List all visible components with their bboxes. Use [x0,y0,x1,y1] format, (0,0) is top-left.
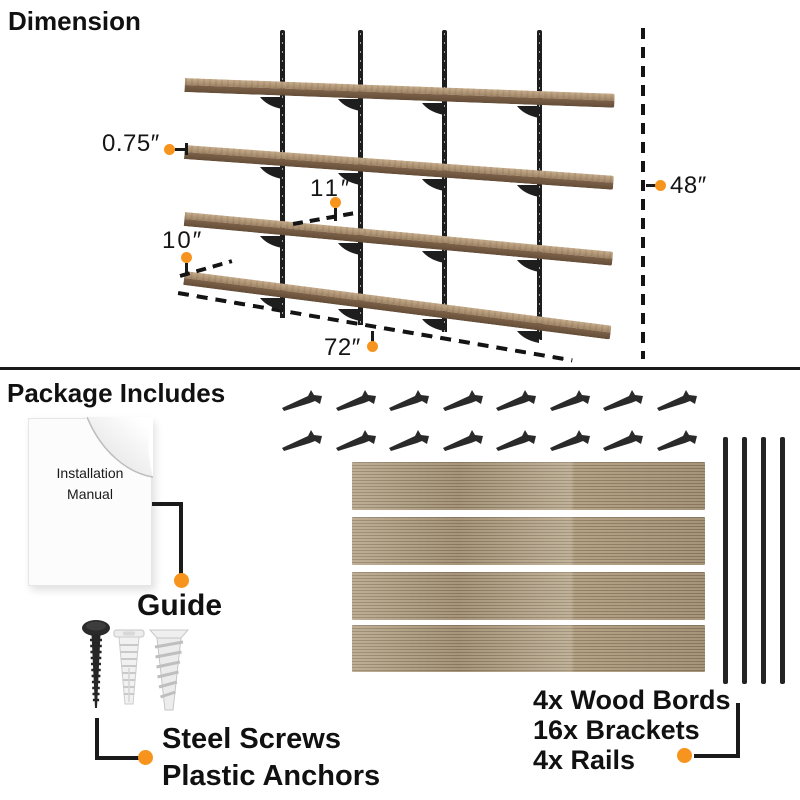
bracket-icon [603,429,647,453]
thickness-tick [175,148,186,151]
rails-connector-h [694,754,740,758]
shelf-bracket-icon [422,250,444,263]
guide-dot [174,573,189,588]
bracket-icon [496,389,540,413]
bracket-icon [389,429,433,453]
depth-upper-dot [330,197,341,208]
bracket-icon [603,389,647,413]
bracket-icon [443,429,487,453]
manual-text-line2: Manual [67,486,113,502]
shelf-bracket-icon [422,318,444,331]
installation-manual: Installation Manual [28,417,153,586]
bracket-icon [496,429,540,453]
steel-screw-icon [82,620,110,708]
wall-rail-1 [280,30,285,318]
shelf-top-face [184,271,612,333]
wood-board-4 [352,625,705,672]
width-dim-stem [371,331,374,342]
shelf-front-face [183,218,613,266]
plastic-anchor-icon [113,629,145,705]
wood-board-1 [352,462,705,510]
bracket-icon [657,429,701,453]
package-rail-2 [742,437,747,684]
wall-rail-3 [442,30,447,332]
bracket-icon [550,429,594,453]
hardware-label-line1: Steel Screws [162,723,341,755]
depth-upper-line [292,210,357,226]
package-rail-3 [761,437,766,684]
height-dim-tick [646,184,656,187]
wall-rail-2 [358,30,363,325]
bracket-icon [282,389,326,413]
shelf-bracket-icon [338,308,360,321]
bracket-icon [657,389,701,413]
shelf-bracket-icon [517,330,539,343]
shelf-bracket-icon [517,184,539,197]
manual-text: Installation Manual [29,463,151,505]
package-title: Package Includes [7,378,226,408]
rails-connector-v [736,703,740,757]
shelf-bracket-icon [260,96,282,109]
wall-rail-4 [537,30,542,340]
shelf-bracket-icon [422,102,444,115]
thickness-dot [164,144,175,155]
bracket-icon [336,429,380,453]
shelf-bracket-icon [338,98,360,111]
bracket-icon [389,389,433,413]
wood-board-2 [352,517,705,565]
width-dim-dot [367,341,378,352]
package-rail-4 [780,437,785,684]
shelf-board-3 [183,212,614,266]
screws-connector-v [95,718,99,760]
shelf-bracket-icon [422,178,444,191]
width-dim-label: 72″ [324,334,361,361]
shelf-top-face [184,212,614,259]
bracket-icon [443,389,487,413]
shelf-bracket-icon [338,172,360,185]
screws-anchors-icon [82,620,190,711]
height-dim-line [641,28,645,359]
shelf-bracket-icon [260,297,282,310]
screws-connector-h [95,756,141,760]
shelf-bracket-icon [517,105,539,118]
height-dim-dot [655,180,666,191]
dimension-section: Dimension 48″ 72″ 11″ [0,0,800,367]
page-curl-icon [87,417,153,478]
brackets-grid [0,370,800,490]
thickness-label: 0.75″ [102,130,160,157]
section-divider [0,367,800,370]
contents-rails-label: 4x Rails [533,745,636,775]
wood-board-3 [352,572,705,620]
manual-text-line1: Installation [56,465,124,481]
shelf-bracket-icon [517,259,539,272]
bracket-icon [336,389,380,413]
drywall-anchor-icon [148,629,190,711]
depth-upper-label: 11″ [310,175,353,202]
bracket-icon [550,389,594,413]
depth-lower-stem [185,263,188,275]
rails-dot [677,748,692,763]
bracket-icon [282,429,326,453]
contents-boards-label: 4x Wood Bords [533,685,731,715]
height-dim-label: 48″ [670,172,707,199]
package-rail-1 [723,437,728,684]
contents-brackets-label: 16x Brackets [533,715,700,745]
dimension-title: Dimension [8,6,141,36]
thickness-tick-end [185,143,188,155]
package-section: Package Includes Installation Manual [0,370,800,800]
shelf-bracket-icon [260,235,282,248]
depth-lower-dot [181,252,192,263]
guide-label: Guide [137,589,223,622]
shelf-board-1 [184,78,615,108]
shelf-bracket-icon [338,242,360,255]
hardware-label-line2: Plastic Anchors [162,760,381,792]
shelf-board-2 [183,145,614,190]
shelf-top-face [184,145,614,183]
guide-connector-v [179,502,183,578]
screws-dot [138,750,153,765]
guide-connector-h [152,502,183,506]
shelf-bracket-icon [260,166,282,179]
depth-lower-label: 10″ [162,227,204,254]
